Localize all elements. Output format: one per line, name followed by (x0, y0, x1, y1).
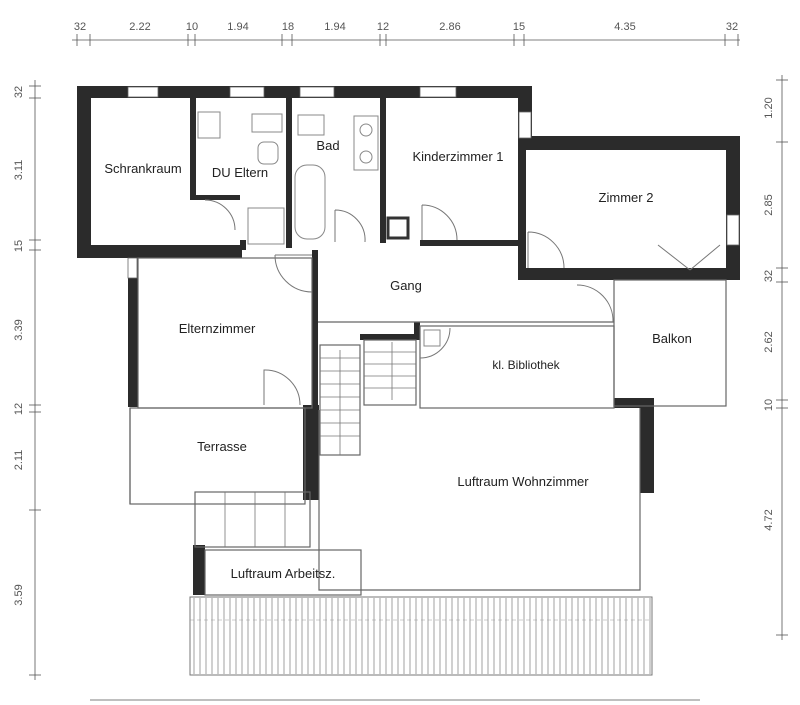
room-label-kinderzimmer: Kinderzimmer 1 (412, 149, 503, 164)
dim-top-7: 2.86 (439, 21, 460, 33)
room-label-balkon: Balkon (652, 331, 692, 346)
door-balkon-double (657, 244, 721, 271)
shaft-icon (423, 329, 441, 347)
room-label-du-eltern: DU Eltern (212, 165, 268, 180)
interior-walls (190, 98, 518, 410)
dim-right-3: 2.62 (763, 331, 775, 352)
dim-left-1: 3.11 (13, 160, 25, 181)
toilet-icon (257, 141, 279, 165)
sink-icon (297, 114, 325, 136)
room-label-gang: Gang (390, 278, 422, 293)
dim-top-9: 4.35 (614, 21, 635, 33)
dim-left-3: 3.39 (13, 319, 25, 340)
left-dimension-line: 32 3.11 15 3.39 12 2.11 3.59 (13, 80, 41, 680)
dim-top-5: 1.94 (324, 21, 345, 33)
room-label-zimmer2: Zimmer 2 (599, 190, 654, 205)
right-dimension-line: 1.20 2.85 32 2.62 10 4.72 (763, 75, 788, 640)
dim-top-1: 2.22 (129, 21, 150, 33)
double-sink-icon (353, 115, 379, 171)
dim-top-3: 1.94 (227, 21, 248, 33)
dim-right-0: 1.20 (763, 97, 775, 118)
railing-hatch (193, 598, 651, 674)
door-balkon (576, 284, 614, 323)
doors (204, 199, 721, 406)
door-du-eltern (204, 199, 236, 231)
dim-top-10: 32 (726, 21, 738, 33)
dim-right-1: 2.85 (763, 194, 775, 215)
door-terrasse (263, 369, 301, 406)
staircase (319, 339, 417, 456)
room-label-elternzimmer: Elternzimmer (179, 321, 256, 336)
terrace-steps (194, 491, 311, 548)
dim-right-2: 32 (763, 270, 775, 282)
dim-top-8: 15 (513, 21, 525, 33)
dim-right-5: 4.72 (763, 509, 775, 530)
dim-left-5: 2.11 (13, 450, 25, 471)
dim-top-2: 10 (186, 21, 198, 33)
dim-top-0: 32 (74, 21, 86, 33)
dim-left-2: 15 (13, 240, 25, 252)
dim-top-4: 18 (282, 21, 294, 33)
shower-icon (247, 207, 285, 245)
door-zimmer2 (527, 231, 565, 269)
door-kinderzimmer (421, 204, 458, 241)
room-label-luftraum-arbeitsz: Luftraum Arbeitsz. (231, 566, 336, 581)
bathtub-icon (294, 164, 326, 240)
door-bibliothek (419, 327, 451, 359)
top-dimension-line: 32 2.22 10 1.94 18 1.94 12 2.86 15 4.35 … (72, 21, 740, 46)
dim-left-6: 3.59 (13, 584, 25, 605)
thin-outlines (129, 257, 727, 596)
room-label-bad: Bad (316, 138, 339, 153)
door-elternzimmer (274, 254, 313, 293)
room-label-luftraum-wohnzimmer: Luftraum Wohnzimmer (457, 474, 589, 489)
room-label-schrankraum: Schrankraum (104, 161, 181, 176)
bathroom-fixtures (197, 111, 441, 347)
lower-balcony-railing (189, 596, 653, 676)
room-label-bibliothek: kl. Bibliothek (492, 358, 560, 372)
chimney-icon (386, 216, 410, 240)
sink-icon (197, 111, 221, 139)
windows (127, 86, 740, 279)
dim-right-4: 10 (763, 399, 775, 411)
dim-top-6: 12 (377, 21, 389, 33)
dim-left-0: 32 (13, 86, 25, 98)
door-bad (334, 209, 366, 243)
dim-left-4: 12 (13, 403, 25, 415)
room-label-terrasse: Terrasse (197, 439, 247, 454)
